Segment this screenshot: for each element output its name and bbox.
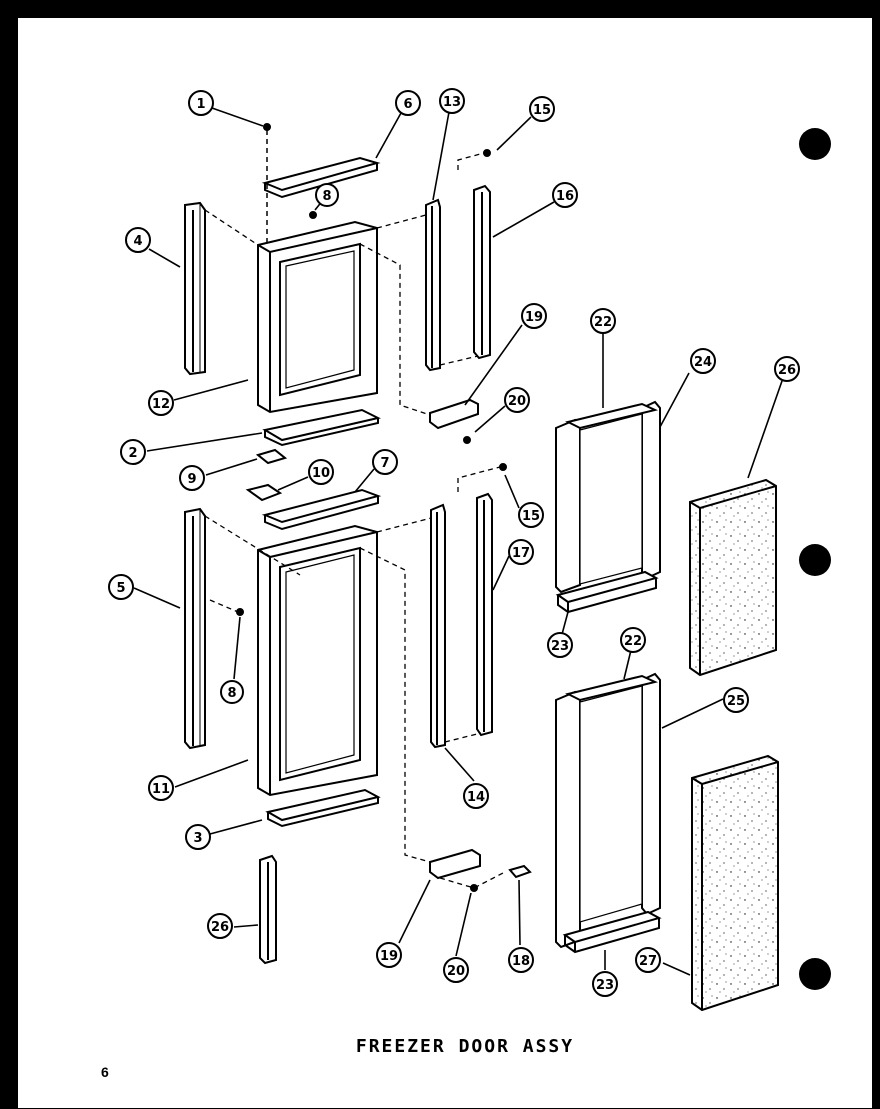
screw-20-upper [463,436,471,444]
screw-15-upper [483,149,491,157]
callout-22-upper: 22 [590,308,616,334]
callout-1-label: 1 [196,97,205,112]
callout-25: 25 [723,687,749,713]
callout-19-lower-label: 19 [380,949,398,964]
callout-4-label: 4 [133,234,142,249]
callout-14-label: 14 [467,790,485,805]
screw-1 [263,123,271,131]
callout-8-upper-label: 8 [322,189,331,204]
pad-10 [245,483,283,502]
callout-3: 3 [185,824,211,850]
callout-5: 5 [108,574,134,600]
right-panel-group [555,400,779,1012]
upper-door-group [184,123,491,502]
callout-12-label: 12 [152,397,170,412]
callout-10-label: 10 [312,466,330,481]
callout-5-label: 5 [116,581,125,596]
left-trim-lower [184,507,206,750]
callout-22-lower-label: 22 [624,634,642,649]
callout-2: 2 [120,439,146,465]
callout-17: 17 [508,539,534,565]
callout-26-lower: 26 [207,913,233,939]
top-plate-lower [261,488,382,524]
callout-4: 4 [125,227,151,253]
callout-26-lower-label: 26 [211,920,229,935]
callout-26-upper: 26 [774,356,800,382]
callout-22-lower: 22 [620,627,646,653]
callout-14: 14 [463,783,489,809]
callout-23-upper-label: 23 [551,639,569,654]
foam-panel-lower [691,754,779,1012]
callout-20-upper-label: 20 [508,394,526,409]
hinge-19-lower [429,848,481,880]
callout-12: 12 [148,390,174,416]
callout-19-upper-label: 19 [525,310,543,325]
callout-leaders [133,107,783,976]
callout-20-upper: 20 [504,387,530,413]
callout-1: 1 [188,90,214,116]
foam-panel-upper [689,478,777,677]
screw-20-lower [470,884,478,892]
callout-9-label: 9 [187,472,196,487]
binder-hole-bottom [799,958,831,990]
callout-15-upper-label: 15 [533,103,551,118]
callout-23-lower: 23 [592,971,618,997]
callout-8-lower: 8 [220,680,244,704]
callout-15-lower: 15 [518,502,544,528]
callout-22-upper-label: 22 [594,315,612,330]
diagram-title: FREEZER DOOR ASSY [355,1036,575,1057]
callout-16: 16 [552,182,578,208]
callout-27-label: 27 [639,954,657,969]
binder-holes [799,128,831,990]
callout-24-label: 24 [694,355,712,370]
callout-26-upper-label: 26 [778,363,796,378]
callout-7: 7 [372,449,398,475]
callout-9: 9 [179,465,205,491]
left-trim-upper [184,201,206,376]
callout-8-upper: 8 [315,183,339,207]
callout-16-label: 16 [556,189,574,204]
callout-11-label: 11 [152,782,170,797]
bracket-18 [508,864,532,879]
callout-11: 11 [148,775,174,801]
callout-6-label: 6 [403,97,412,112]
pad-9 [255,448,288,465]
binder-hole-top [799,128,831,160]
page-number: 6 [101,1064,109,1080]
screw-8-upper [309,211,317,219]
callout-10: 10 [308,459,334,485]
callout-23-lower-label: 23 [596,978,614,993]
callout-15-lower-label: 15 [522,509,540,524]
callout-27: 27 [635,947,661,973]
callout-13: 13 [439,88,465,114]
callout-19-lower: 19 [376,942,402,968]
callout-2-label: 2 [128,446,137,461]
callout-25-label: 25 [727,694,745,709]
callouts: 1 6 13 15 8 16 4 19 22 24 26 12 20 2 7 1… [108,88,800,997]
callout-24: 24 [690,348,716,374]
callout-20-lower-label: 20 [447,964,465,979]
screw-15-lower [499,463,507,471]
callout-18: 18 [508,947,534,973]
callout-8-lower-label: 8 [227,686,236,701]
callout-17-label: 17 [512,546,530,561]
callout-6: 6 [395,90,421,116]
callout-7-label: 7 [380,456,389,471]
hinge-19-upper [429,398,479,430]
callout-19-upper: 19 [521,303,547,329]
binder-hole-middle [799,544,831,576]
callout-3-label: 3 [193,831,202,846]
inner-frame-lower [555,690,581,949]
callout-20-lower: 20 [443,957,469,983]
callout-18-label: 18 [512,954,530,969]
callout-23-upper: 23 [547,632,573,658]
callout-13-label: 13 [443,95,461,110]
callout-15-upper: 15 [529,96,555,122]
lower-door-group [184,463,532,965]
inner-frame-upper [555,418,581,594]
